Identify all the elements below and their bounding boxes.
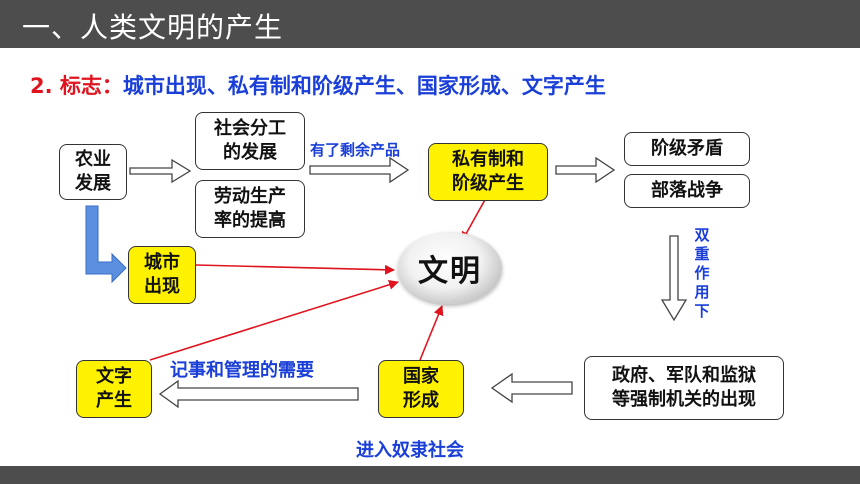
node-state-label: 国家 形成 xyxy=(403,365,439,411)
arrow-private-to-conflict xyxy=(555,156,616,184)
node-writing-label: 文字 产生 xyxy=(96,365,132,411)
node-government: 政府、军队和监狱 等强制机关的出现 xyxy=(584,356,784,420)
arrow-agri-to-division xyxy=(129,158,192,184)
node-agriculture: 农业 发展 xyxy=(59,144,127,200)
node-tribal-war-label: 部落战争 xyxy=(651,179,723,201)
subtitle-text: 城市出现、私有制和阶级产生、国家形成、文字产生 xyxy=(122,74,606,98)
civilization-text: 文明 xyxy=(418,254,482,289)
node-productivity: 劳动生产 率的提高 xyxy=(195,180,305,238)
node-writing: 文字 产生 xyxy=(76,360,152,418)
red-arrow-city xyxy=(195,264,395,275)
node-private-label: 私有制和 阶级产生 xyxy=(452,148,524,194)
page-title: 一、人类文明的产生 xyxy=(22,11,284,44)
node-agriculture-label: 农业 发展 xyxy=(75,148,111,194)
node-private-ownership: 私有制和 阶级产生 xyxy=(428,143,548,201)
red-arrow-writing xyxy=(149,279,399,361)
label-dual-effect: 双重作用下 xyxy=(694,226,710,320)
label-surplus: 有了剩余产品 xyxy=(310,141,401,159)
subtitle-number: 2. xyxy=(30,74,53,98)
node-city-label: 城市 出现 xyxy=(144,251,180,297)
node-division: 社会分工 的发展 xyxy=(195,112,305,170)
label-records-need: 记事和管理的需要 xyxy=(170,360,314,381)
node-tribal-war: 部落战争 xyxy=(624,174,750,208)
label-enter-slavery: 进入奴隶社会 xyxy=(356,440,464,461)
title-bar: 一、人类文明的产生 xyxy=(0,0,860,48)
node-class-conflict: 阶级矛盾 xyxy=(624,132,750,166)
node-government-label: 政府、军队和监狱 等强制机关的出现 xyxy=(612,364,756,410)
subtitle-label: 标志： xyxy=(59,74,123,98)
arrow-state-to-writing xyxy=(158,379,359,409)
arrow-gov-to-state xyxy=(490,372,573,404)
arrow-agri-to-city xyxy=(85,205,127,284)
arrow-down-dual xyxy=(660,235,688,322)
subtitle: 2. 标志：城市出现、私有制和阶级产生、国家形成、文字产生 xyxy=(30,70,606,100)
node-productivity-label: 劳动生产 率的提高 xyxy=(214,185,286,231)
node-state: 国家 形成 xyxy=(378,360,464,418)
node-division-label: 社会分工 的发展 xyxy=(214,117,286,163)
footer-bar xyxy=(0,466,860,484)
civilization-seal: 文明 xyxy=(398,232,502,304)
node-class-conflict-label: 阶级矛盾 xyxy=(651,137,723,159)
red-arrow-state xyxy=(419,305,444,361)
arrow-division-to-private xyxy=(309,156,410,184)
node-city: 城市 出现 xyxy=(128,246,196,304)
